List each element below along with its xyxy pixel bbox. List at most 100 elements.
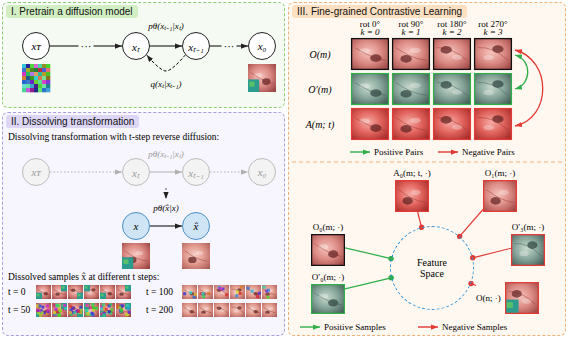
legend-sample	[438, 151, 458, 152]
tissue	[246, 285, 261, 299]
noise-cell	[46, 68, 50, 72]
image-border	[512, 235, 545, 266]
tissue	[214, 285, 229, 299]
noise-speck	[69, 311, 72, 314]
noise-speck	[86, 304, 89, 307]
tissue	[230, 285, 245, 299]
noise-cell	[26, 80, 30, 84]
connector	[150, 46, 182, 47]
endoscopy-image	[392, 108, 430, 140]
noise-speck	[116, 304, 119, 307]
noise-cell	[46, 64, 50, 68]
highlight	[359, 83, 370, 88]
tissue	[246, 303, 261, 317]
tissue	[182, 285, 197, 299]
noise-speck	[39, 314, 42, 317]
mask-patch	[84, 285, 90, 291]
endoscopy-image	[182, 243, 210, 269]
noise-speck	[58, 313, 61, 316]
tissue	[100, 303, 115, 317]
tissue	[262, 303, 277, 317]
sample-image	[311, 284, 345, 314]
variable-name: xᴛ	[31, 166, 40, 178]
noise-cell	[26, 88, 30, 92]
tissue	[248, 64, 276, 92]
connector	[50, 172, 122, 173]
noise-speck	[128, 311, 131, 314]
noise-cell	[22, 80, 26, 84]
mask-patch	[125, 285, 131, 291]
noise-cell	[26, 84, 30, 88]
vessel	[185, 251, 207, 261]
connector	[345, 248, 391, 259]
vessel	[396, 48, 426, 61]
tissue	[392, 108, 430, 140]
noise-speck	[201, 292, 204, 295]
noise-speck	[119, 309, 122, 312]
positive-pair-arrow	[515, 55, 528, 89]
annotation: k = 0	[360, 27, 379, 37]
noise-speck	[58, 314, 61, 317]
highlight	[234, 310, 238, 312]
vessel	[486, 190, 513, 203]
endoscopy-image	[392, 73, 430, 105]
endoscopy-image	[84, 303, 99, 317]
sample-label: O′₃(m; ·)	[512, 222, 544, 232]
tissue	[351, 73, 389, 105]
vessel	[437, 83, 467, 96]
space-label: Feature Space	[409, 257, 455, 279]
endoscopy-image	[311, 284, 345, 314]
noise-cell	[34, 76, 38, 80]
image-border	[396, 181, 429, 212]
noise-speck	[85, 309, 88, 312]
vessel	[200, 289, 212, 295]
noise-speck	[120, 309, 123, 312]
noise-speck	[58, 307, 61, 310]
mask-patch	[61, 285, 67, 291]
noise-speck	[41, 306, 44, 309]
noise-cell	[22, 88, 26, 92]
image-border	[475, 109, 512, 140]
mask-patch	[100, 311, 106, 317]
connector	[150, 172, 182, 173]
sample-node: O′₀(m; ·)	[311, 272, 345, 314]
endoscopy-image	[351, 73, 389, 105]
variable-name: xᴛ	[31, 40, 40, 52]
vessel	[184, 289, 196, 295]
noise-speck	[102, 314, 105, 317]
image-border	[484, 181, 517, 212]
endoscopy-image	[474, 73, 512, 105]
vessel	[355, 83, 385, 96]
endoscopy-image	[395, 180, 429, 212]
tissue	[505, 282, 539, 314]
lumen	[492, 115, 503, 123]
tissue	[395, 180, 429, 212]
sample-node: A₀(m; t, ·)	[393, 168, 430, 212]
noise-speck	[256, 295, 259, 298]
mask-patch	[505, 300, 519, 314]
noise-cell	[22, 68, 26, 72]
noise-speck	[73, 311, 76, 314]
tissue	[483, 180, 517, 212]
noise-cell	[38, 64, 42, 68]
image-border	[434, 39, 471, 70]
image-border	[475, 74, 512, 105]
endoscopy-image	[262, 285, 277, 299]
endoscopy-image	[52, 303, 67, 317]
tissue	[122, 243, 150, 269]
annotation: Dissolved samples x̂ at different t step…	[8, 272, 159, 282]
noise-cell	[38, 84, 42, 88]
noise-cell	[22, 72, 26, 76]
noise-speck	[100, 307, 103, 310]
noise-cell	[46, 80, 50, 84]
endoscopy-image	[230, 285, 245, 299]
noise-speck	[251, 290, 254, 293]
variable-node: xₜ	[122, 158, 150, 186]
noise-speck	[258, 292, 261, 295]
tissue	[230, 303, 245, 317]
panel-ground	[2, 112, 285, 336]
connector	[473, 248, 511, 258]
tissue	[182, 303, 197, 317]
feature-space: Feature Space	[390, 226, 474, 310]
annotation: k = 3	[483, 27, 502, 37]
